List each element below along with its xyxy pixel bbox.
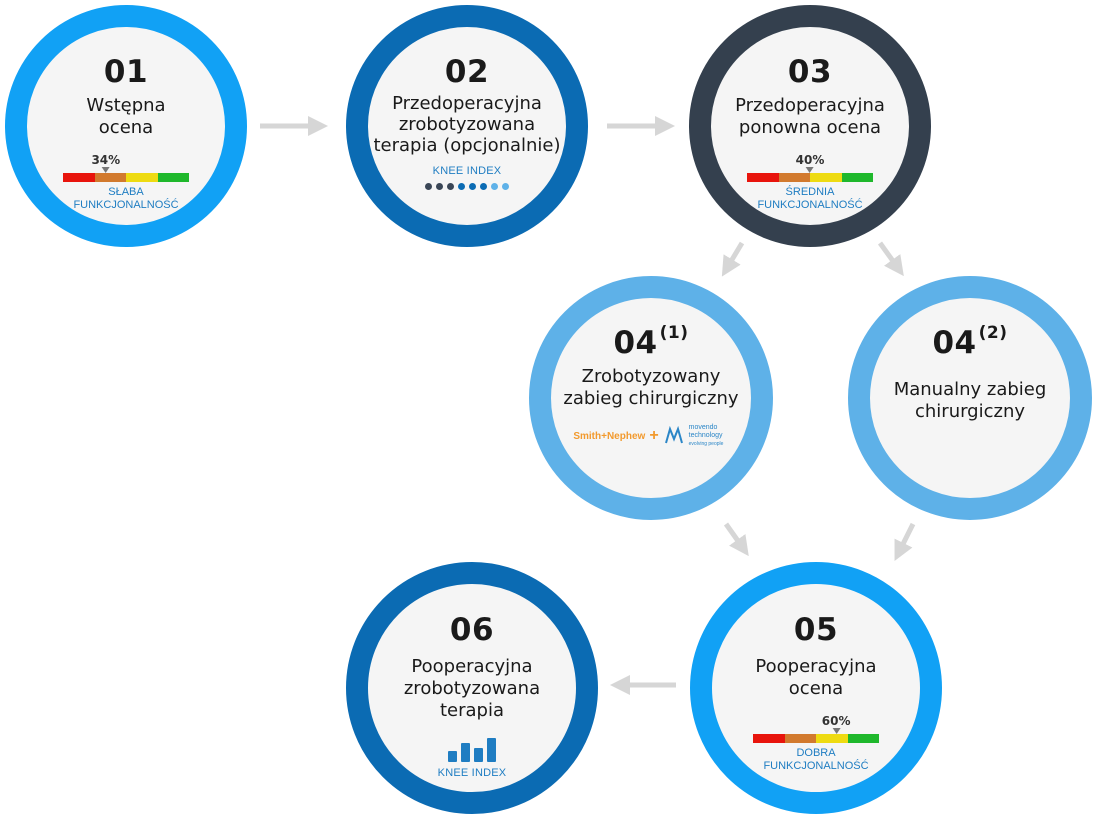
step-05-level-label: DOBRA FUNKCJONALNOŚĆ: [763, 747, 869, 772]
step-01-number: 01: [103, 54, 149, 90]
step-05-scale-bar: [753, 734, 879, 743]
step-02-knee-index-label: KNEE INDEX: [432, 165, 502, 177]
scale-red: [747, 173, 779, 182]
scale-yellow: [810, 173, 842, 182]
arrow-04-2-to-05: [894, 522, 916, 561]
progress-dot: [436, 183, 443, 190]
step-03-scale-bar: [747, 173, 873, 182]
arrow-04-1-to-05: [723, 522, 749, 557]
step-06-title: Pooperacyjna zrobotyzowana terapia: [403, 656, 541, 721]
scale-red: [63, 173, 95, 182]
step-04-1-number: 04(1): [613, 323, 689, 361]
step-04-2-title: Manualny zabieg chirurgiczny: [893, 379, 1047, 422]
progress-dot: [469, 183, 476, 190]
movendo-logo-text: movendo technology evolving people: [688, 424, 724, 447]
step-04-2-circle: 04(2) Manualny zabieg chirurgiczny: [848, 276, 1092, 520]
bar-icon-column: [487, 738, 496, 762]
step-04-1-partner-logos: Smith+Nephew + movendo technology evolvi…: [551, 424, 751, 448]
step-05-pointer-icon: [832, 728, 841, 734]
step-06-knee-index-label: KNEE INDEX: [437, 767, 507, 779]
scale-green: [157, 173, 189, 182]
step-06-bar-chart-icon: [368, 738, 576, 762]
step-03-pointer-icon: [805, 167, 814, 173]
scale-red: [753, 734, 785, 743]
progress-dot: [491, 183, 498, 190]
step-02-progress-dots: [368, 183, 566, 190]
arrow-03-to-04-1: [721, 241, 745, 277]
movendo-logo-icon: [664, 425, 683, 444]
step-01-level-label: SŁABA FUNKCJONALNOŚĆ: [73, 186, 179, 211]
bar-icon-column: [474, 748, 483, 762]
scale-orange: [94, 173, 126, 182]
step-05-number: 05: [793, 612, 839, 648]
step-05-percent: 60%: [821, 714, 851, 728]
step-03-function-scale: 40% ŚREDNIA FUNKCJONALNOŚĆ: [711, 145, 909, 212]
scale-yellow: [126, 173, 158, 182]
step-04-1-circle: 04(1) Zrobotyzowany zabieg chirurgiczny …: [529, 276, 773, 520]
progress-dot: [502, 183, 509, 190]
step-01-circle: 01 Wstępna ocena 34% SŁABA FUNKCJONALNOŚ…: [5, 5, 247, 247]
step-05-function-scale: 60% DOBRA FUNKCJONALNOŚĆ: [712, 706, 920, 773]
step-05-title: Pooperacyjna ocena: [755, 656, 877, 699]
progress-dot: [425, 183, 432, 190]
bar-icon-column: [448, 751, 457, 762]
step-04-1-variant: (1): [659, 323, 689, 343]
plus-icon: +: [649, 427, 659, 444]
step-03-circle: 03 Przedoperacyjna ponowna ocena 40% ŚRE…: [689, 5, 931, 247]
progress-dot: [480, 183, 487, 190]
step-01-function-scale: 34% SŁABA FUNKCJONALNOŚĆ: [27, 145, 225, 212]
step-03-percent: 40%: [795, 153, 825, 167]
step-01-percent: 34%: [91, 153, 121, 167]
scale-orange: [778, 173, 810, 182]
step-01-scale-bar: [63, 173, 189, 182]
step-05-circle: 05 Pooperacyjna ocena 60% DOBRA FUNKCJON…: [690, 562, 942, 814]
scale-green: [841, 173, 873, 182]
step-02-number: 02: [444, 54, 490, 90]
arrow-03-to-04-2: [877, 241, 904, 277]
step-01-pointer-icon: [101, 167, 110, 173]
scale-yellow: [816, 734, 848, 743]
step-03-title: Przedoperacyjna ponowna ocena: [735, 95, 885, 138]
step-03-number: 03: [787, 54, 833, 90]
step-02-circle: 02 Przedoperacyjna zrobotyzowana terapia…: [346, 5, 588, 247]
step-04-2-number: 04(2): [932, 323, 1008, 361]
smith-nephew-logo: Smith+Nephew: [573, 430, 646, 442]
progress-dot: [458, 183, 465, 190]
progress-dot: [447, 183, 454, 190]
scale-green: [847, 734, 879, 743]
scale-orange: [784, 734, 816, 743]
step-02-title: Przedoperacyjna zrobotyzowana terapia (o…: [373, 93, 561, 156]
bar-icon-column: [461, 743, 470, 762]
step-06-circle: 06 Pooperacyjna zrobotyzowana terapia KN…: [346, 562, 598, 814]
step-04-2-variant: (2): [978, 323, 1008, 343]
step-03-level-label: ŚREDNIA FUNKCJONALNOŚĆ: [757, 186, 863, 211]
step-01-title: Wstępna ocena: [86, 95, 166, 138]
step-04-1-title: Zrobotyzowany zabieg chirurgiczny: [563, 366, 739, 409]
step-06-number: 06: [449, 612, 495, 648]
